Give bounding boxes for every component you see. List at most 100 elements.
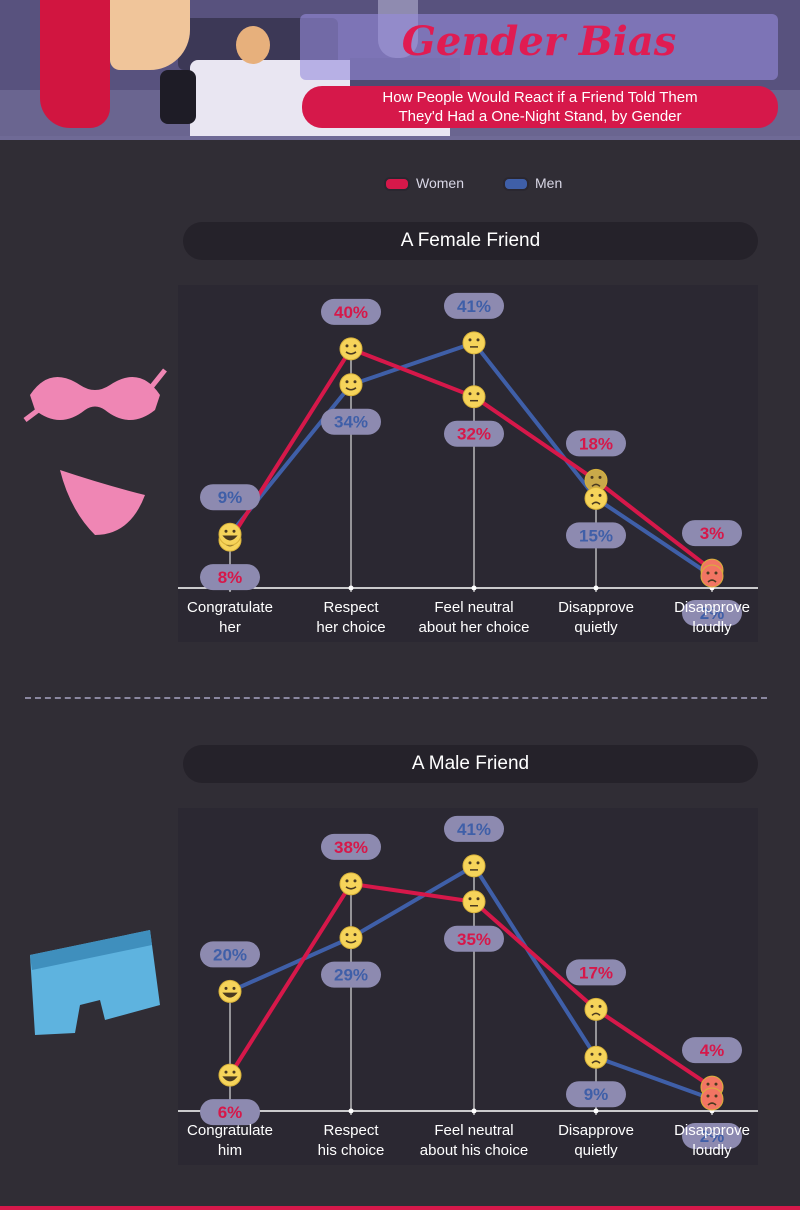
emoji-smile-icon [339,337,363,361]
data-label-bg [566,1081,626,1108]
lingerie-illustration [23,368,167,535]
emoji-frown-icon [584,1045,608,1069]
emoji-eye [353,879,357,883]
data-label-women: 32% [444,420,504,447]
category-label: Congratulate [187,1122,273,1139]
emoji-eye [468,392,472,396]
emoji-face [339,337,363,361]
data-label-women: 40% [321,298,381,325]
emoji-eye [706,1082,710,1086]
data-label-bg [566,522,626,549]
emoji-face [700,564,724,588]
emoji-eye [714,1094,718,1098]
data-label-women: 6% [200,1099,260,1126]
emoji-face [218,979,242,1003]
series-line-men [228,340,714,578]
banner-edge [0,136,800,140]
axis-tick [348,1108,354,1114]
emoji-frown-icon [584,486,608,510]
data-label-text: 41% [457,297,491,316]
data-label-text: 35% [457,930,491,949]
emoji-grin-icon [218,522,242,546]
data-label-bg [200,1099,260,1126]
chart-female-friend-svg: 8%9%40%34%32%41%18%15%3%2%Congratulatehe… [178,292,758,636]
category-label: Respect [323,1122,379,1139]
emoji-eye [224,986,228,990]
data-label-bg [321,298,381,325]
category-label: her choice [316,619,385,636]
emoji-mouth [222,1076,238,1082]
category-label: Disapprove [674,1122,750,1139]
emoji-eye [598,1052,602,1056]
data-label-men: 41% [444,292,504,319]
axis-tick [471,1108,477,1114]
data-label-text: 6% [218,1103,243,1122]
data-label-text: 20% [213,945,247,964]
emoji-frown-icon [584,468,608,492]
emoji-eye [353,933,357,937]
data-label-text: 2% [700,1127,725,1146]
data-label-bg [566,959,626,986]
emoji-face [462,854,486,878]
category-label: about her choice [419,619,530,636]
emoji-eye [224,1070,228,1074]
emoji-eye [590,1004,594,1008]
data-label-men: 20% [200,941,260,968]
emoji-eye [590,475,594,479]
category-label: Feel neutral [434,1122,513,1139]
subtitle-line-2: They'd Had a One-Night Stand, by Gender [398,108,682,125]
axis-tick [348,585,354,591]
data-label-women: 4% [682,1037,742,1064]
data-label-women: 17% [566,959,626,986]
series-line-women [228,346,714,572]
emoji-angry-icon [700,1087,724,1111]
emoji-grin-icon [218,979,242,1003]
emoji-eye [476,392,480,396]
emoji-eye [590,493,594,497]
category-label: Disapprove [558,599,634,616]
legend-women: Women [384,175,464,192]
emoji-neutral-icon [462,385,486,409]
emoji-eye [706,571,710,575]
emoji-eye [345,933,349,937]
data-label-text: 9% [584,1085,609,1104]
emoji-eye [224,529,228,533]
axis-tick [593,1108,599,1114]
emoji-face [339,926,363,950]
data-label-bg [682,600,742,627]
data-label-men: 2% [682,600,742,627]
subtitle-line-1: How People Would React if a Friend Told … [382,89,698,106]
emoji-eye [476,861,480,865]
axis-tick [593,585,599,591]
data-label-bg [444,815,504,842]
data-label-men: 9% [200,484,260,511]
emoji-eye [345,380,349,384]
section-divider [25,697,767,699]
emoji-face [462,385,486,409]
category-label: about his choice [420,1142,528,1159]
emoji-smile-icon [339,872,363,896]
data-label-bg [682,520,742,547]
category-label: Disapprove [558,1122,634,1139]
category-label: Congratulate [187,599,273,616]
emoji-eye [345,344,349,348]
emoji-smile-icon [339,373,363,397]
page-title: Gender Bias [401,18,677,65]
data-label-text: 2% [700,604,725,623]
data-label-text: 38% [334,838,368,857]
data-label-text: 9% [218,488,243,507]
emoji-mouth [707,1102,717,1106]
emoji-eye [714,1082,718,1086]
category-label: quietly [574,619,618,636]
emoji-mouth [707,579,717,583]
category-label: quietly [574,1142,618,1159]
emoji-mouth [591,1060,601,1064]
subtitle-box [302,86,778,128]
emoji-mouth [591,1012,601,1016]
data-label-text: 32% [457,425,491,444]
emoji-face [700,1087,724,1111]
emoji-eye [232,1070,236,1074]
emoji-eye [598,475,602,479]
emoji-mouth [222,535,238,541]
